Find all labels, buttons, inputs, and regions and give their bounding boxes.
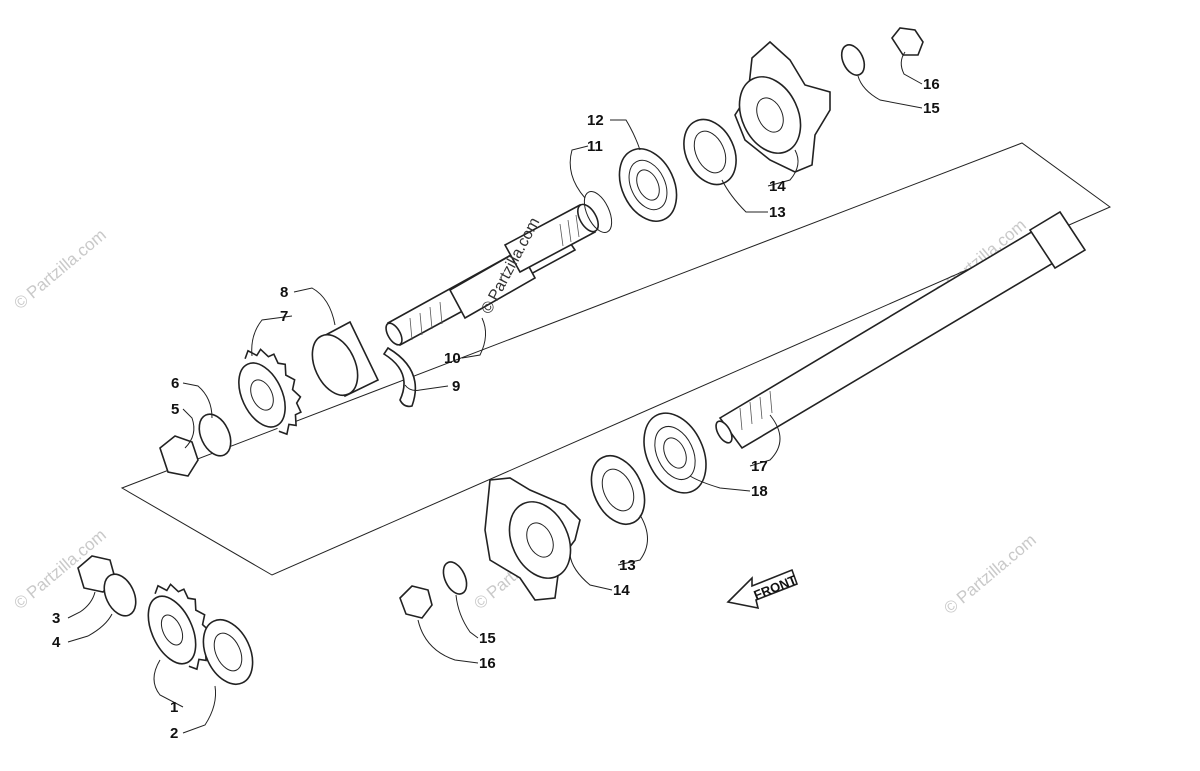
callout-8: 8 (280, 284, 288, 301)
circlip-9-part (382, 346, 417, 408)
callout-12: 12 (587, 112, 604, 129)
nut-16-lower-part (399, 585, 433, 619)
bevel-gear-7-part (238, 337, 315, 438)
callout-17: 17 (751, 458, 768, 475)
callout-6: 6 (171, 375, 179, 392)
callout-18: 18 (751, 483, 768, 500)
snap-ring-11-part (583, 191, 613, 233)
callout-13-upper: 13 (769, 204, 786, 221)
callout-15-upper: 15 (923, 100, 940, 117)
watermark-text: ©Partzilla.com (940, 530, 1039, 618)
callout-2: 2 (170, 725, 178, 742)
callout-labels: 1 2 3 4 5 6 7 8 9 10 11 12 13 14 15 16 1… (52, 76, 940, 742)
callout-13-lower: 13 (619, 557, 636, 574)
nut-16-upper-part (891, 27, 924, 56)
callout-14-lower: 14 (613, 582, 630, 599)
callout-15-lower: 15 (479, 630, 496, 647)
callout-5: 5 (171, 401, 179, 418)
callout-16-lower: 16 (479, 655, 496, 672)
reference-plane-outline (120, 142, 1111, 576)
seal-13-upper-part (683, 118, 737, 186)
watermark-text: ©Partzilla.com (10, 225, 109, 313)
callout-14-upper: 14 (769, 178, 786, 195)
callout-4: 4 (52, 634, 61, 651)
nut-5-part (159, 435, 199, 477)
bearing-18-part (643, 412, 707, 494)
callout-11: 11 (587, 138, 603, 155)
washer-15-upper-part (840, 44, 866, 76)
callout-9: 9 (452, 378, 460, 395)
lower-axle-assembly (77, 210, 1087, 685)
washer-15-lower-part (442, 561, 468, 595)
bevel-gear-1-part (147, 572, 225, 673)
output-shaft-part (385, 203, 600, 347)
hub-14-upper-part (734, 40, 831, 173)
collar-8-part (311, 320, 380, 398)
shim-2-part (202, 619, 254, 685)
upper-shaft-assembly (159, 27, 924, 477)
callout-3: 3 (52, 610, 60, 627)
front-direction-arrow: FRONT (726, 568, 799, 610)
washer-4-part (103, 573, 137, 617)
callout-10: 10 (444, 350, 461, 367)
hub-14-lower-part (484, 477, 581, 601)
bearing-12-part (618, 148, 678, 222)
axle-17-part (715, 210, 1087, 450)
callout-7: 7 (280, 308, 288, 325)
seal-13-lower-part (590, 455, 646, 525)
leader-lines (67, 51, 923, 734)
washer-6-part (198, 413, 232, 457)
callout-16-upper: 16 (923, 76, 940, 93)
callout-1: 1 (170, 699, 178, 716)
